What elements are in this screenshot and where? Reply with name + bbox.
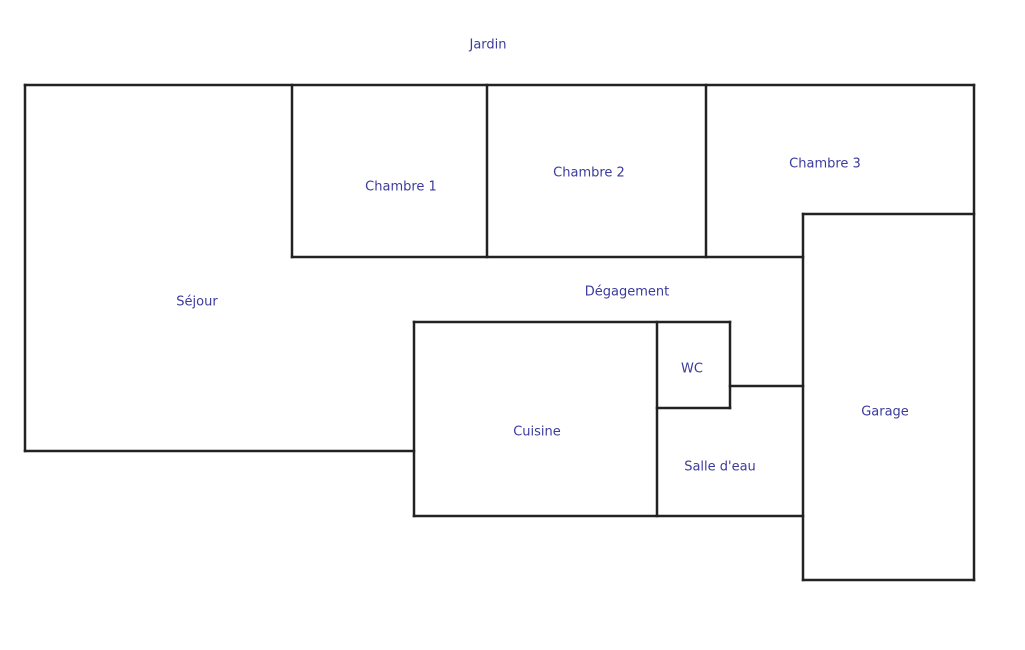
room-label-degagement: Dégagement (584, 284, 670, 300)
room-label-chambre-1: Chambre 1 (365, 179, 437, 195)
room-label-jardin: Jardin (469, 37, 507, 53)
room-label-cuisine: Cuisine (513, 424, 561, 440)
room-label-chambre-3: Chambre 3 (789, 156, 861, 172)
room-label-wc: WC (681, 361, 703, 377)
room-label-garage: Garage (861, 404, 909, 420)
room-label-chambre-2: Chambre 2 (553, 165, 625, 181)
room-label-sejour: Séjour (176, 294, 218, 310)
room-label-salle-deau: Salle d'eau (684, 459, 756, 475)
